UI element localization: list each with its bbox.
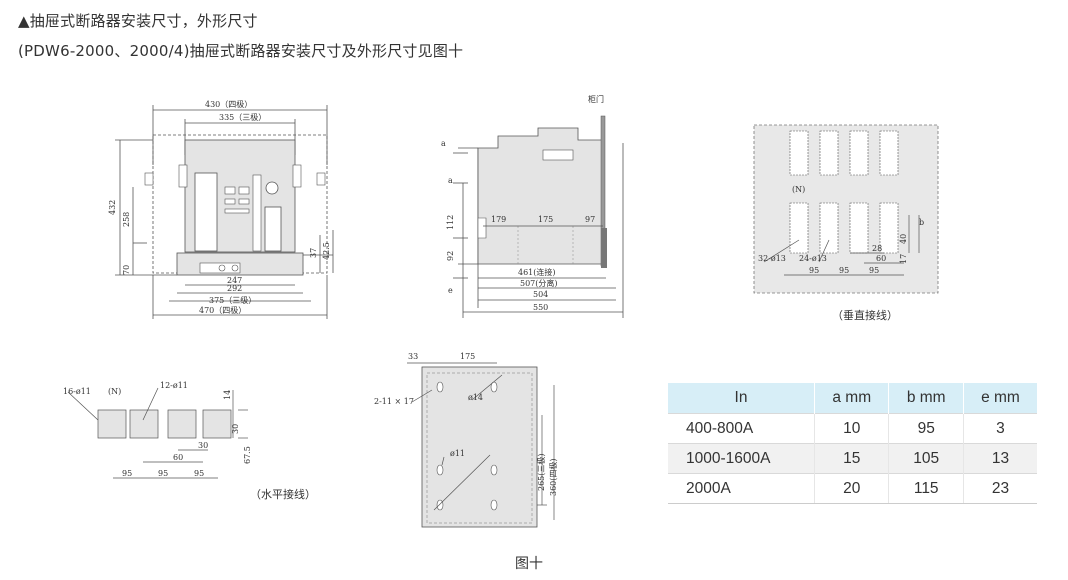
mounting-label-d14: ø14 bbox=[468, 393, 483, 402]
vertical-dim-28: 28 bbox=[872, 244, 882, 253]
header-in: In bbox=[668, 383, 815, 414]
table-cell: 2000A bbox=[668, 473, 815, 504]
vertical-dim-60: 60 bbox=[876, 254, 886, 263]
side-dim-504: 504 bbox=[533, 290, 548, 299]
horizontal-dim-95c: 95 bbox=[194, 469, 204, 478]
front-dim-470: 470（四极） bbox=[199, 305, 246, 315]
front-dim-37: 37 bbox=[309, 248, 318, 258]
front-dim-247: 247 bbox=[227, 276, 242, 285]
table-cell: 23 bbox=[963, 473, 1037, 504]
horizontal-label-12-holes: 12-ø11 bbox=[160, 381, 188, 390]
vertical-label-n: (N) bbox=[792, 185, 805, 194]
header-b-mm: b mm bbox=[888, 383, 964, 414]
side-cabinet-door-label: 柜门 bbox=[588, 94, 604, 104]
mounting-dim-360: 360(四极) bbox=[548, 458, 558, 496]
side-dim-92: 92 bbox=[446, 251, 455, 261]
vertical-dim-95a: 95 bbox=[809, 266, 819, 275]
mounting-label-2-11x17: 2-11 × 17 bbox=[374, 397, 414, 406]
horizontal-dim-60: 60 bbox=[173, 453, 183, 462]
side-label-a-top: a bbox=[441, 139, 446, 148]
front-dim-70: 70 bbox=[122, 265, 131, 275]
side-dim-461: 461(连接) bbox=[518, 267, 556, 277]
mounting-holes-drawing: 33 175 2-11 × 17 ø14 ø11 265(三极) 360(四极) bbox=[372, 345, 602, 530]
table-cell: 115 bbox=[888, 473, 964, 504]
table-header-row: In a mm b mm e mm bbox=[668, 383, 1037, 414]
horizontal-terminal-drawing: 16-ø11 (N) 12-ø11 14 30 30 60 67.5 95 95… bbox=[58, 380, 268, 490]
section-title: ▲抽屉式断路器安装尺寸，外形尺寸 bbox=[18, 12, 258, 30]
front-dim-258: 258 bbox=[122, 212, 131, 227]
header-e-mm: e mm bbox=[963, 383, 1037, 414]
section-subtitle: (PDW6-2000、2000/4)抽屉式断路器安装尺寸及外形尺寸见图十 bbox=[18, 42, 464, 60]
front-dim-292: 292 bbox=[227, 284, 242, 293]
table-row: 400-800A 10 95 3 bbox=[668, 413, 1037, 444]
front-dim-430: 430（四极） bbox=[205, 99, 252, 109]
horizontal-dim-95a: 95 bbox=[122, 469, 132, 478]
table-cell: 1000-1600A bbox=[668, 443, 815, 474]
horizontal-label-16-holes: 16-ø11 bbox=[63, 387, 91, 396]
table-cell: 3 bbox=[963, 413, 1037, 444]
mounting-dim-265: 265(三极) bbox=[536, 453, 546, 491]
front-view-drawing: 430（四极） 335（三极） 432 258 70 37 42.5 247 2… bbox=[105, 95, 345, 325]
horizontal-dim-67-5: 67.5 bbox=[243, 446, 252, 464]
table-cell: 400-800A bbox=[668, 413, 815, 444]
horizontal-dim-14: 14 bbox=[223, 390, 232, 400]
horizontal-dim-30b: 30 bbox=[198, 441, 208, 450]
table-cell: 95 bbox=[888, 413, 964, 444]
mounting-dim-175: 175 bbox=[460, 352, 475, 361]
vertical-label-24-holes: 24-ø13 bbox=[799, 254, 827, 263]
dimension-table: In a mm b mm e mm 400-800A 10 95 3 1000-… bbox=[668, 383, 1037, 504]
table-row: 1000-1600A 15 105 13 bbox=[668, 443, 1037, 474]
table-cell: 105 bbox=[888, 443, 964, 474]
horizontal-dim-30a: 30 bbox=[231, 424, 240, 434]
vertical-dim-b: b bbox=[919, 218, 924, 227]
vertical-terminal-drawing: (N) 32-ø13 24-ø13 b 40 17 28 60 95 95 95 bbox=[753, 124, 940, 295]
front-dim-335: 335（三极） bbox=[219, 112, 266, 122]
front-dim-375: 375（三级） bbox=[209, 295, 256, 305]
table-cell: 15 bbox=[814, 443, 890, 474]
vertical-terminal-caption: （垂直接线） bbox=[832, 309, 898, 322]
vertical-dim-95b: 95 bbox=[839, 266, 849, 275]
mounting-dim-33: 33 bbox=[408, 352, 418, 361]
side-dim-175: 175 bbox=[538, 215, 553, 224]
mounting-label-d11: ø11 bbox=[450, 449, 465, 458]
vertical-dim-95c: 95 bbox=[869, 266, 879, 275]
side-dim-97: 97 bbox=[585, 215, 595, 224]
horizontal-dim-95b: 95 bbox=[158, 469, 168, 478]
side-label-a-mid: a bbox=[448, 176, 453, 185]
table-cell: 20 bbox=[814, 473, 890, 504]
table-cell: 13 bbox=[963, 443, 1037, 474]
side-dim-550: 550 bbox=[533, 303, 548, 312]
front-dim-42-5: 42.5 bbox=[322, 242, 331, 260]
figure-caption: 图十 bbox=[515, 556, 543, 572]
header-a-mm: a mm bbox=[814, 383, 890, 414]
side-dim-507: 507(分离) bbox=[520, 278, 558, 288]
table-cell: 10 bbox=[814, 413, 890, 444]
side-dim-112: 112 bbox=[446, 215, 455, 230]
side-view-drawing: 柜门 a a e 112 92 179 175 97 461(连接) 507(分… bbox=[438, 88, 638, 323]
side-dim-179: 179 bbox=[491, 215, 506, 224]
horizontal-label-n: (N) bbox=[108, 387, 121, 396]
front-dim-432: 432 bbox=[108, 200, 117, 215]
vertical-dim-17: 17 bbox=[899, 254, 908, 264]
horizontal-terminal-caption: （水平接线） bbox=[250, 488, 316, 501]
vertical-label-32-holes: 32-ø13 bbox=[758, 254, 786, 263]
table-row: 2000A 20 115 23 bbox=[668, 473, 1037, 504]
side-label-e: e bbox=[448, 286, 453, 295]
vertical-dim-40: 40 bbox=[899, 234, 908, 244]
